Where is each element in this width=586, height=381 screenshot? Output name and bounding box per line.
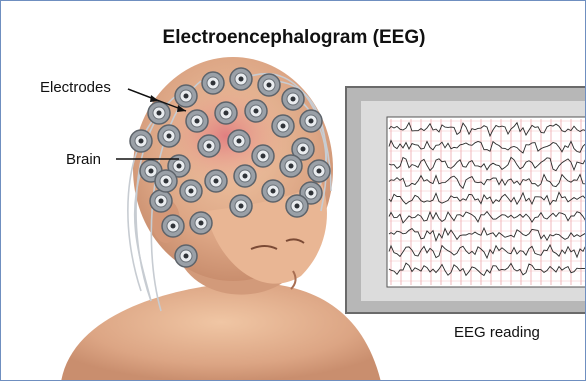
label-eeg-reading: EEG reading	[454, 324, 540, 341]
electrode	[175, 245, 197, 267]
electrode	[198, 135, 220, 157]
diagram-title: Electroencephalogram (EEG)	[1, 27, 586, 49]
electrode	[228, 130, 250, 152]
electrode	[205, 170, 227, 192]
electrode	[130, 130, 152, 152]
electrode	[175, 85, 197, 107]
electrode	[300, 110, 322, 132]
electrode	[282, 88, 304, 110]
electrode	[148, 102, 170, 124]
electrode	[234, 165, 256, 187]
electrode	[230, 195, 252, 217]
electrode	[215, 102, 237, 124]
electrode	[272, 115, 294, 137]
eeg-screen	[387, 117, 586, 287]
electrode	[280, 155, 302, 177]
electrode	[308, 160, 330, 182]
electrode	[245, 100, 267, 122]
electrode	[162, 215, 184, 237]
electrode	[186, 110, 208, 132]
electrode	[262, 180, 284, 202]
electrode	[155, 170, 177, 192]
label-brain: Brain	[66, 151, 101, 168]
electrode	[258, 74, 280, 96]
electrode	[190, 212, 212, 234]
electrode	[252, 145, 274, 167]
electrode	[158, 125, 180, 147]
label-electrodes: Electrodes	[40, 79, 111, 96]
electrode	[180, 180, 202, 202]
electrode	[150, 190, 172, 212]
electrode	[230, 68, 252, 90]
electrode	[202, 72, 224, 94]
electrode	[286, 195, 308, 217]
shoulders	[61, 283, 381, 381]
